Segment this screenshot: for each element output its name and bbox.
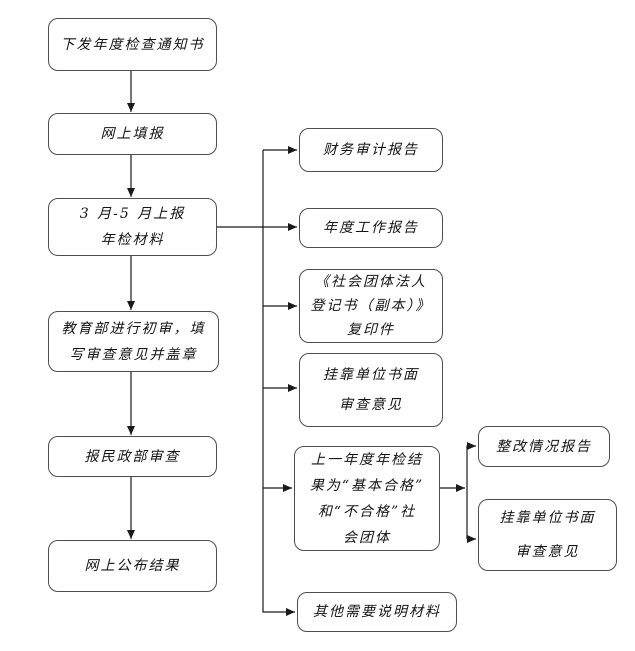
node-affiliated-opinion-2: 挂靠单位书面 审查意见: [478, 499, 617, 571]
node-other-materials: 其他需要说明材料: [297, 592, 457, 632]
node-rectification-report: 整改情况报告: [478, 426, 610, 467]
node-previous-result: 上一年度年检结 果为“基本合格” 和“不合格”社 会团体: [294, 446, 440, 551]
node-mca-review: 报民政部审查: [48, 436, 217, 477]
node-financial-audit: 财务审计报告: [299, 128, 443, 172]
node-affiliated-opinion: 挂靠单位书面 审查意见: [299, 353, 443, 427]
node-online-fill: 网上填报: [48, 113, 217, 155]
connector-right-trunk-rectification: [466, 442, 476, 539]
node-publish-results: 网上公布结果: [48, 540, 217, 592]
node-issue-notice: 下发年度检查通知书: [48, 18, 217, 71]
node-registration-copy: 《社会团体法人 登记书（副本）》 复印件: [299, 269, 443, 343]
node-moe-review: 教育部进行初审，填 写审查意见并盖章: [48, 311, 219, 372]
node-submit-materials: 3 月-5 月上报 年检材料: [48, 198, 217, 256]
node-annual-work-report: 年度工作报告: [299, 208, 443, 248]
connector-trunk-and-other-materials: [262, 150, 295, 616]
